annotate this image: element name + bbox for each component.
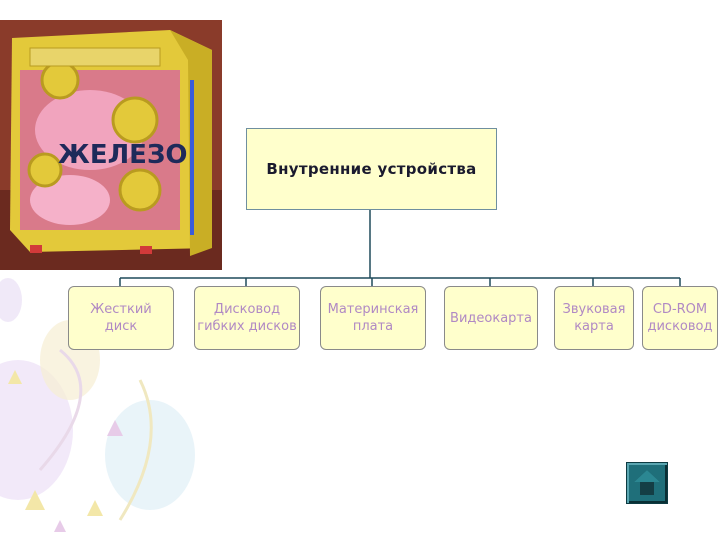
pc-logo-text: ЖЕЛЕЗО bbox=[58, 140, 188, 170]
node-sound-card[interactable]: Звуковая карта bbox=[554, 286, 634, 350]
home-nav-button[interactable] bbox=[626, 462, 668, 504]
node-floppy-drive[interactable]: Дисковод гибких дисков bbox=[194, 286, 300, 350]
node-label: Звуковая карта bbox=[562, 302, 626, 334]
node-cd-rom[interactable]: CD-ROM дисковод bbox=[642, 286, 718, 350]
root-node-label: Внутренние устройства bbox=[266, 160, 477, 178]
node-hard-disk[interactable]: Жесткий диск bbox=[68, 286, 174, 350]
node-label: Материнская плата bbox=[327, 302, 419, 334]
node-label: Видеокарта bbox=[450, 310, 532, 326]
node-label: Жесткий диск bbox=[90, 302, 152, 334]
node-label: Дисковод гибких дисков bbox=[197, 302, 297, 334]
node-motherboard[interactable]: Материнская плата bbox=[320, 286, 426, 350]
home-arrow-icon bbox=[634, 470, 660, 495]
node-video-card[interactable]: Видеокарта bbox=[444, 286, 538, 350]
root-node-internal-devices[interactable]: Внутренние устройства bbox=[246, 128, 497, 210]
pc-case-image: ЖЕЛЕЗО bbox=[0, 20, 222, 270]
node-label: CD-ROM дисковод bbox=[647, 302, 713, 334]
